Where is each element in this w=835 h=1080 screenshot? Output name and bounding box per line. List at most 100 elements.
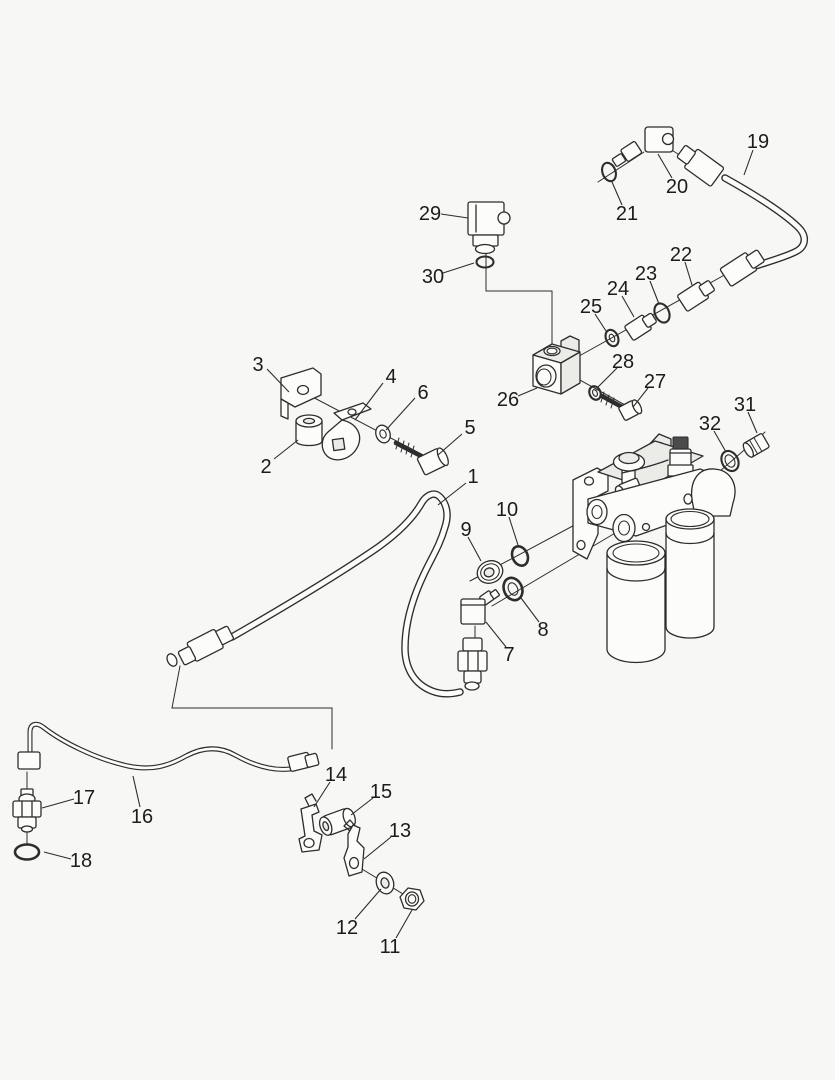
callout-29: 29 [419,203,469,225]
callout-32: 32 [699,413,727,453]
callout-23-leader-line [649,280,660,305]
callout-24: 24 [607,278,635,318]
callout-26-leader-line [517,387,538,397]
callout-14: 14 [313,764,347,808]
callout-26-number: 26 [497,389,519,411]
callout-1-number: 1 [467,466,478,488]
callout-8: 8 [520,597,549,641]
callout-12-number: 12 [336,917,358,939]
callout-13: 13 [363,820,411,860]
part-8-o-ring [502,576,524,602]
part-23-o-ring [653,302,671,324]
part-4-clamp [321,402,372,461]
callout-3-leader-line [266,368,290,393]
part-11-nut [399,887,425,911]
callout-2-leader-line [273,439,299,460]
callout-21-number: 21 [616,203,638,225]
callout-6-number: 6 [417,382,428,404]
part-9-plug [476,560,504,584]
callout-13-number: 13 [389,820,411,842]
callout-25-leader-line [594,313,607,332]
callout-7-leader-line [485,621,507,648]
part-31-plug [742,433,770,458]
part-18-o-ring [13,843,41,861]
callout-layer: 1234567891011121314151617181920212223242… [41,131,769,958]
callout-24-leader-line [621,295,635,318]
callout-8-leader-line [520,597,540,623]
callout-25-number: 25 [580,296,602,318]
part-10-o-ring [510,545,530,567]
callout-12-leader-line [354,888,382,920]
part-28-washer [588,385,602,401]
callout-32-number: 32 [699,413,721,435]
callout-23: 23 [635,263,660,305]
callout-10: 10 [496,499,519,546]
part-25-washer [604,328,620,348]
callout-4-leader-line [354,382,384,421]
callout-11: 11 [380,909,413,958]
part-3-bracket [280,367,322,420]
callout-30: 30 [422,262,475,288]
callout-20-number: 20 [666,176,688,198]
callout-27: 27 [632,371,666,408]
callout-18-leader-line [43,851,72,860]
callout-22-number: 22 [670,244,692,266]
hose-19-lower-fitting [719,249,765,287]
callout-31-leader-line [747,411,758,434]
callout-14-number: 14 [325,764,347,786]
callout-21: 21 [611,181,638,225]
callout-18: 18 [43,850,92,872]
filter-cartridge-left [606,540,666,664]
callout-4-number: 4 [385,366,396,388]
callout-11-number: 11 [380,936,401,958]
callout-14-leader-line [313,781,331,808]
part-14-bracket [298,793,323,853]
callout-28-number: 28 [612,351,634,373]
part-29-sensor-fitting [467,201,511,255]
callout-11-leader-line [395,909,413,939]
callout-3: 3 [252,354,290,393]
callout-7-number: 7 [503,644,514,666]
part-5-bolt [393,437,449,476]
hose-19-upper-fitting [676,145,725,187]
filter-cartridge-right [665,508,715,639]
callout-18-number: 18 [70,850,92,872]
callout-16: 16 [131,775,153,828]
hose-1-end-fitting [457,637,488,691]
hose-1-left-fitting [177,625,234,666]
callout-4: 4 [354,366,397,421]
part-21-o-ring [601,161,617,183]
callout-21-leader-line [611,181,623,206]
callout-10-leader-line [508,516,519,546]
part-27-bolt [599,391,643,421]
callout-5-leader-line [437,433,463,456]
callout-29-number: 29 [419,203,441,225]
part-20-elbow-fitting [611,126,675,167]
callout-19: 19 [743,131,769,176]
part-2-bushing [295,414,323,447]
callout-15-number: 15 [370,781,392,803]
part-16-fuel-pipe [17,721,320,772]
callout-27-number: 27 [644,371,666,393]
callout-23-number: 23 [635,263,657,285]
callout-5: 5 [437,417,476,456]
part-1-fuel-hose [166,490,464,698]
part-26-valve-block [532,335,581,395]
callout-22: 22 [670,244,693,286]
callout-28: 28 [597,351,634,388]
callout-29-leader-line [440,213,469,219]
callout-9-number: 9 [460,519,471,541]
fuel-filter-assembly [572,433,736,664]
callout-30-leader-line [442,262,475,274]
callout-15-leader-line [350,797,374,816]
part-19-fuel-hose [676,145,808,287]
part-22-connector-fitting [677,280,715,312]
callout-20-leader-line [657,153,673,179]
callout-5-number: 5 [464,417,475,439]
callout-10-number: 10 [496,499,518,521]
part-15-bushing [318,807,356,836]
pipe-16-end-fitting [287,751,320,772]
callout-24-number: 24 [607,278,629,300]
